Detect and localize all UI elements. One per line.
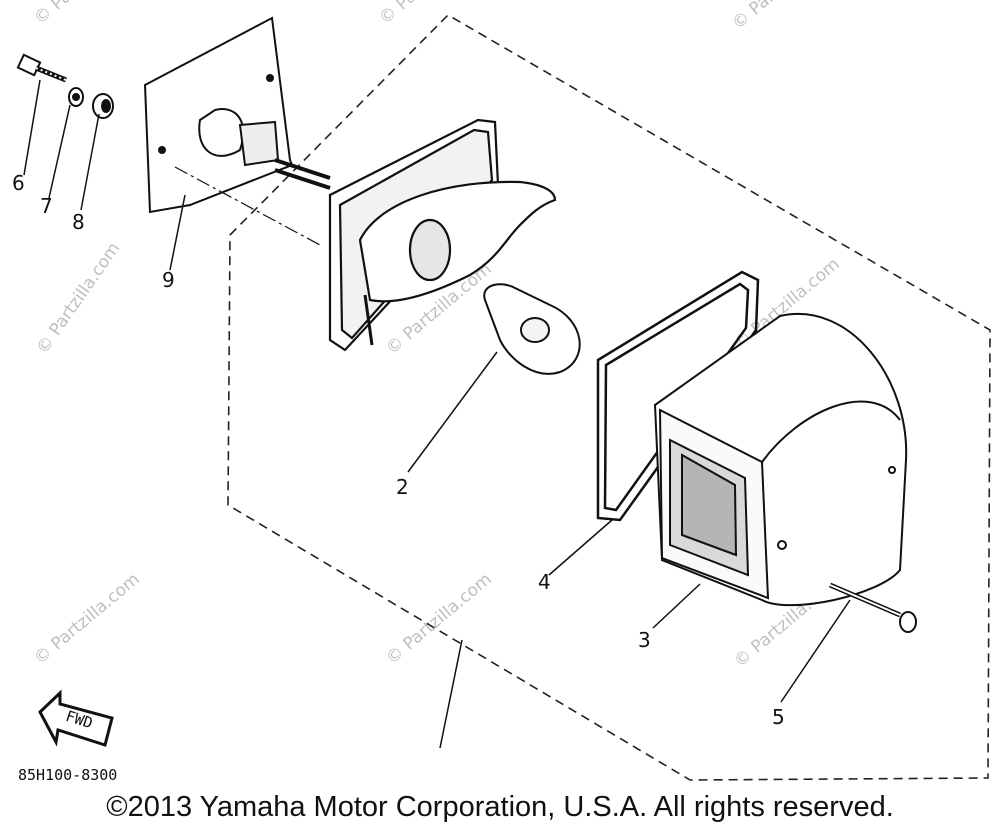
- callout-5: 5: [772, 705, 785, 729]
- gasket: [596, 270, 760, 522]
- watermark: © Partzilla.com: [375, 0, 488, 29]
- bolt-washer-nut: [16, 53, 114, 119]
- callout-8: 8: [72, 210, 85, 234]
- fwd-arrow-icon: FWD: [38, 689, 114, 747]
- bulb: [483, 283, 581, 375]
- callout-labels: 6 7 8 9 2 4 3 5: [12, 171, 785, 729]
- centerline: [174, 166, 321, 246]
- lamp-base: [328, 118, 557, 352]
- mounting-plate: [143, 16, 331, 214]
- watermark: © Partzilla.com: [30, 569, 143, 669]
- callout-4: 4: [538, 570, 551, 594]
- copyright-notice: ©2013 Yamaha Motor Corporation, U.S.A. A…: [106, 791, 894, 823]
- watermark: © Partzilla.com: [33, 239, 125, 358]
- callout-2: 2: [396, 475, 409, 499]
- callout-3: 3: [638, 628, 651, 652]
- callout-7: 7: [40, 194, 53, 218]
- screw: [829, 582, 917, 633]
- assembly-boundary: [227, 13, 991, 781]
- watermark: © Partzilla.com: [728, 0, 841, 34]
- leader-lines: [23, 79, 851, 749]
- lens: [653, 313, 908, 607]
- drawing-code: 85H100-8300: [18, 766, 117, 784]
- callout-6: 6: [12, 171, 25, 195]
- callout-9: 9: [162, 268, 175, 292]
- watermark: © Partzilla.com: [30, 0, 143, 29]
